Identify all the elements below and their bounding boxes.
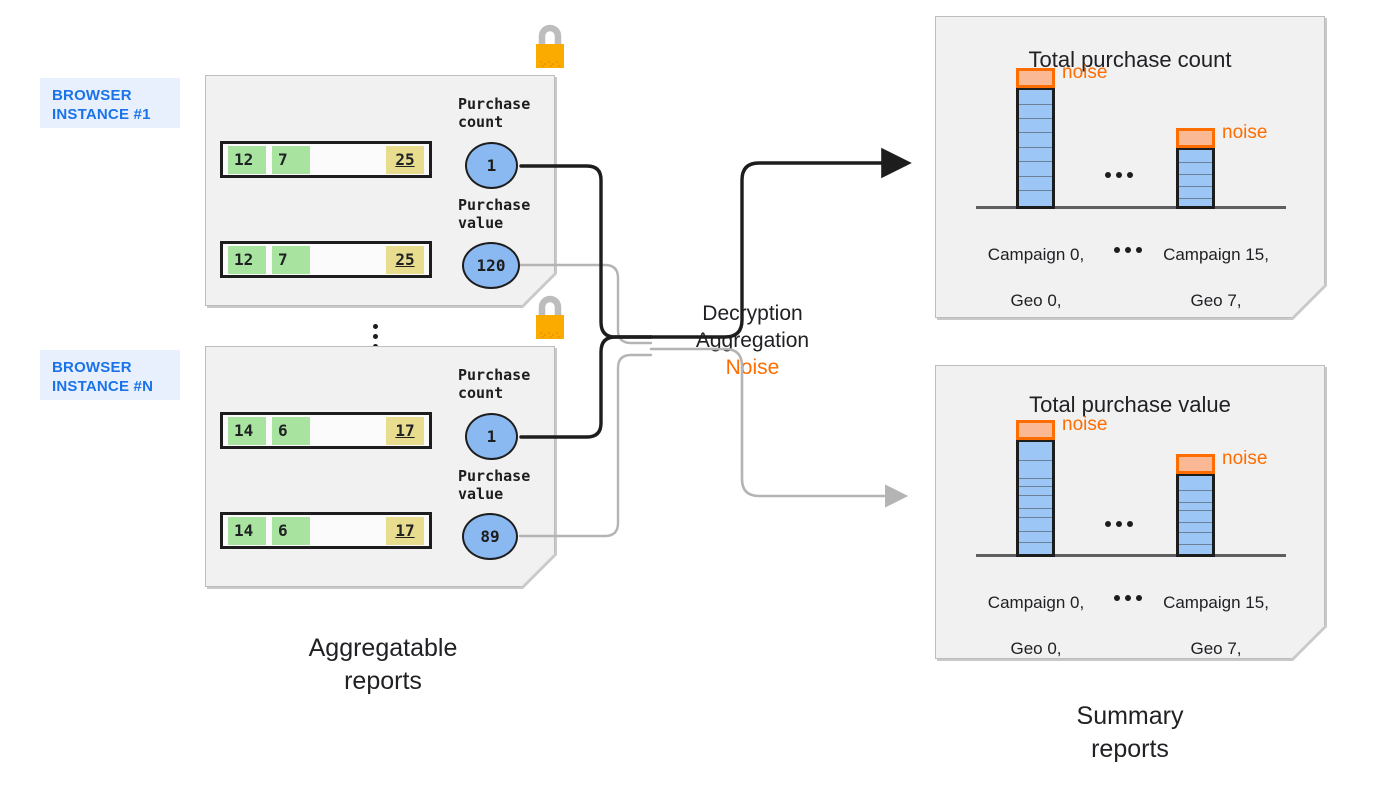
key-cell: 14 <box>228 516 266 545</box>
horizontal-ellipsis <box>1105 521 1133 527</box>
cat-line: Geo 0, <box>1010 291 1062 310</box>
key-cell: 6 <box>272 516 310 545</box>
process-line-aggregation: Aggregation <box>695 329 810 352</box>
key-cell: 7 <box>272 245 310 274</box>
value-cell-text: 25 <box>395 150 415 169</box>
cat-line: Campaign 0, <box>987 245 1085 264</box>
bar-campaign-15 <box>1176 473 1215 557</box>
metric-label-purchase-count-1: Purchase count <box>458 95 531 131</box>
browser-instance-n-chip: BROWSER INSTANCE #N <box>40 350 180 400</box>
noise-cap-campaign-0 <box>1016 68 1055 88</box>
noise-label-campaign-15: noise <box>1222 448 1268 469</box>
cat-line: Campaign 15, <box>1163 245 1269 264</box>
bar-campaign-0 <box>1016 87 1055 209</box>
key-cell: 6 <box>272 416 310 445</box>
value-cell-text: 17 <box>395 421 415 440</box>
noise-cap-campaign-15 <box>1176 128 1215 148</box>
noise-label-campaign-0: noise <box>1062 62 1108 83</box>
chart-title-purchase-value: Total purchase value <box>1029 392 1231 417</box>
bar-campaign-15 <box>1176 147 1215 209</box>
cat-line: Product cat 0 <box>985 337 1087 356</box>
summary-chart-count-panel: Total purchase count noise noise <box>935 16 1325 318</box>
cat-line: Geo 7, <box>1190 291 1242 310</box>
cat-line: Campaign 15, <box>1163 593 1269 612</box>
cat-line: Campaign 0, <box>987 593 1085 612</box>
chart-baseline <box>976 554 1286 557</box>
key-cell: 12 <box>228 145 266 174</box>
contribution-row: 12 7 25 <box>220 241 432 278</box>
noise-cap-campaign-0 <box>1016 420 1055 440</box>
cat-line: Product 28 <box>1174 337 1258 356</box>
value-cell-text: 25 <box>395 250 415 269</box>
category-label-campaign-15: Campaign 15, Geo 7, Product 28 <box>1141 220 1291 381</box>
key-cell: 14 <box>228 416 266 445</box>
horizontal-ellipsis <box>1114 247 1142 253</box>
purchase-count-bubble-n: 1 <box>465 413 518 460</box>
horizontal-ellipsis <box>1105 172 1133 178</box>
key-cell: 7 <box>272 145 310 174</box>
chart-title-purchase-count: Total purchase count <box>1028 47 1232 72</box>
noise-label-campaign-0: noise <box>1062 414 1108 435</box>
process-line-noise: Noise <box>725 356 780 379</box>
vertical-ellipsis <box>373 324 378 349</box>
process-line-decryption: Decryption <box>702 302 803 325</box>
category-label-campaign-0: Campaign 0, Geo 0, Product cat 0 <box>961 220 1111 381</box>
value-cell: 17 <box>386 516 424 545</box>
noise-label-campaign-15: noise <box>1222 122 1268 143</box>
summary-chart-value-panel: Total purchase value noise n <box>935 365 1325 659</box>
padlock-icon <box>530 294 570 355</box>
purchase-value-bubble-1: 120 <box>462 242 520 289</box>
browser-instance-1-chip: BROWSER INSTANCE #1 <box>40 78 180 128</box>
noise-cap-campaign-15 <box>1176 454 1215 474</box>
padlock-icon <box>530 23 570 84</box>
value-cell-text: 17 <box>395 521 415 540</box>
contribution-row: 12 7 25 <box>220 141 432 178</box>
ellipsis-dot <box>373 334 378 339</box>
bar-campaign-0 <box>1016 439 1055 557</box>
horizontal-ellipsis <box>1114 595 1142 601</box>
chart-baseline <box>976 206 1286 209</box>
contribution-row: 14 6 17 <box>220 412 432 449</box>
caption-aggregatable-reports: Aggregatable reports <box>308 634 458 695</box>
metric-label-purchase-value-1: Purchase value <box>458 196 531 232</box>
purchase-count-bubble-1: 1 <box>465 142 518 189</box>
contribution-row: 14 6 17 <box>220 512 432 549</box>
key-cell: 12 <box>228 245 266 274</box>
value-cell: 25 <box>386 145 424 174</box>
cat-line: Geo 0, <box>1010 639 1062 658</box>
process-block: Decryption Aggregation Noise <box>655 300 850 381</box>
cat-line: Geo 7, <box>1190 639 1242 658</box>
metric-label-purchase-count-n: Purchase count <box>458 366 531 402</box>
value-cell: 25 <box>386 245 424 274</box>
metric-label-purchase-value-n: Purchase value <box>458 467 531 503</box>
value-cell: 17 <box>386 416 424 445</box>
caption-summary-reports: Summary reports <box>1076 702 1184 763</box>
ellipsis-dot <box>373 324 378 329</box>
purchase-value-bubble-n: 89 <box>462 513 518 560</box>
